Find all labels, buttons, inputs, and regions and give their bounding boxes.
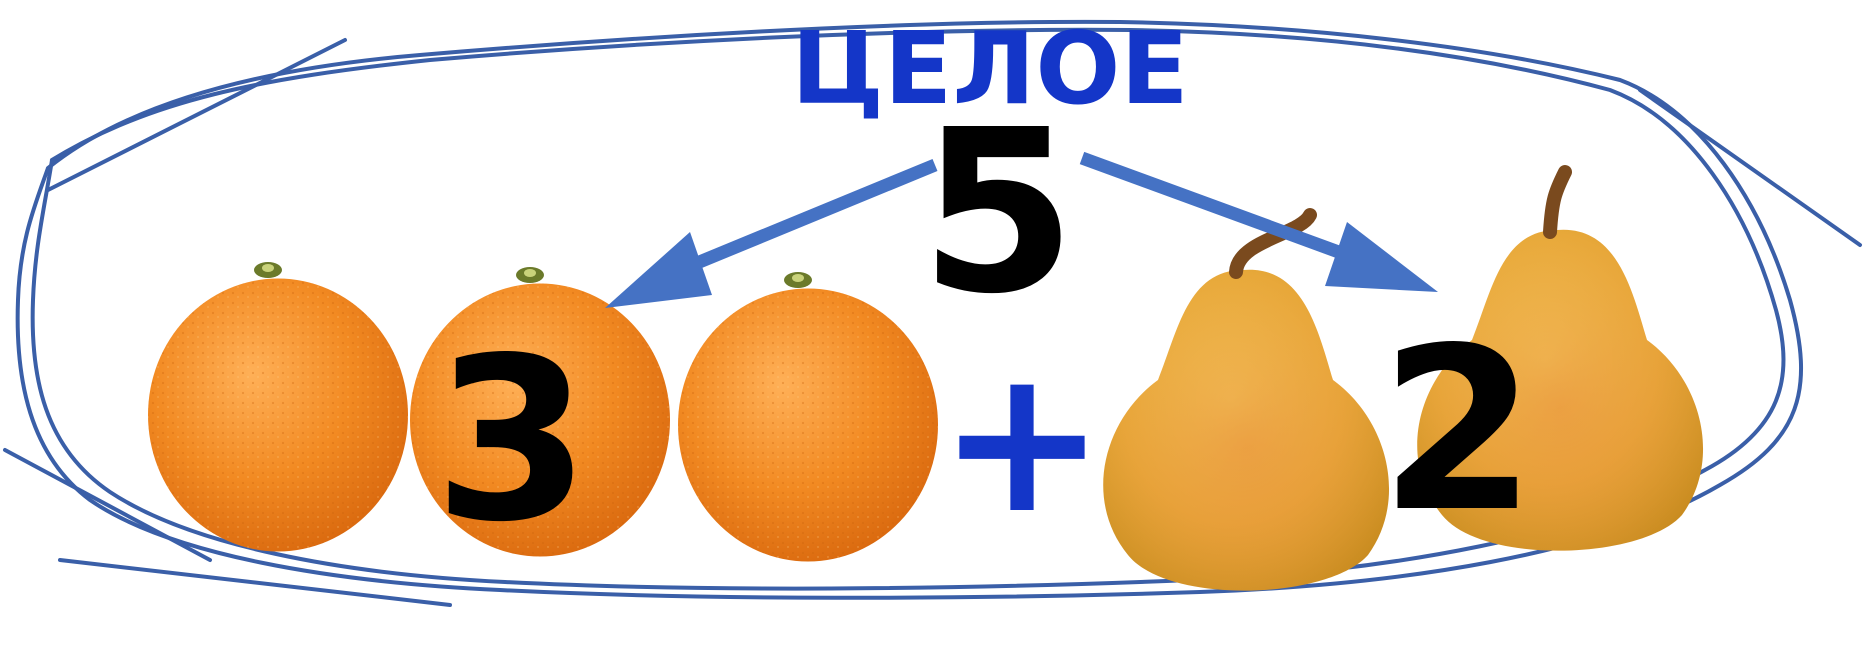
outline-flick-top-left <box>48 40 345 190</box>
orange-stem-tip <box>524 269 536 277</box>
arrow-left-head <box>605 232 712 308</box>
pear-stem <box>1550 172 1565 232</box>
pear-blush <box>1103 270 1389 591</box>
whole-number: 5 <box>920 82 1077 344</box>
arrow-right-shaft <box>1082 158 1355 258</box>
part-left-number: 3 <box>434 310 591 572</box>
orange-peel-texture <box>148 279 408 552</box>
orange-1 <box>148 262 408 552</box>
orange-stem-tip <box>792 274 804 282</box>
orange-peel-texture <box>678 289 938 562</box>
plus-sign: + <box>938 325 1106 558</box>
outline-flick-right <box>1640 90 1860 245</box>
part-right-number: 2 <box>1380 300 1537 562</box>
arrow-right-head <box>1325 222 1438 292</box>
orange-3 <box>678 272 938 562</box>
arrow-left-shaft <box>680 165 935 270</box>
orange-stem-tip <box>262 264 274 272</box>
